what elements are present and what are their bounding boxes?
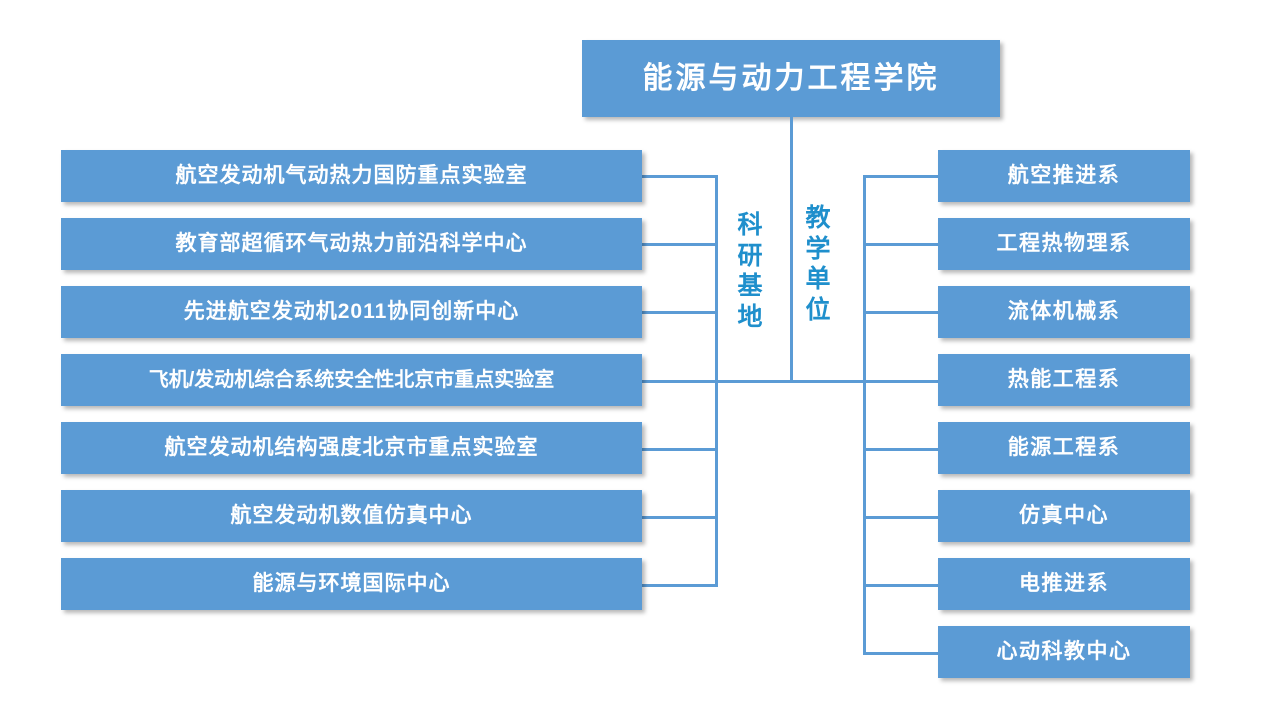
- connector-left-stub-5: [642, 448, 718, 451]
- research-base-node-2-label: 教育部超循环气动热力前沿科学中心: [175, 232, 528, 256]
- research-base-node-7[interactable]: 能源与环境国际中心: [61, 558, 642, 610]
- teaching-unit-node-3-label: 流体机械系: [1007, 300, 1121, 324]
- teaching-unit-node-5[interactable]: 能源工程系: [938, 422, 1190, 474]
- connector-left-stub-6: [642, 516, 718, 519]
- connector-left-stub-4: [642, 380, 718, 383]
- research-base-node-6-label: 航空发动机数值仿真中心: [230, 504, 473, 528]
- branch-label-research-bases-char-4: 地: [737, 302, 763, 331]
- branch-label-research-bases: 科 研 基 地: [735, 210, 765, 332]
- research-base-node-4[interactable]: 飞机/发动机综合系统安全性北京市重点实验室: [61, 354, 642, 406]
- teaching-unit-node-6-label: 仿真中心: [1019, 504, 1109, 528]
- teaching-unit-node-8[interactable]: 心动科教中心: [938, 626, 1190, 678]
- connector-horizontal-bus: [642, 380, 939, 383]
- teaching-unit-node-8-label: 心动科教中心: [996, 640, 1132, 664]
- research-base-node-1-label: 航空发动机气动热力国防重点实验室: [175, 164, 528, 188]
- research-base-node-5[interactable]: 航空发动机结构强度北京市重点实验室: [61, 422, 642, 474]
- teaching-unit-node-3[interactable]: 流体机械系: [938, 286, 1190, 338]
- connector-root-trunk: [790, 117, 793, 382]
- connector-right-spine: [863, 176, 866, 654]
- connector-right-stub-8: [863, 652, 939, 655]
- teaching-unit-node-1-label: 航空推进系: [1007, 164, 1121, 188]
- teaching-unit-node-1[interactable]: 航空推进系: [938, 150, 1190, 202]
- teaching-unit-node-2[interactable]: 工程热物理系: [938, 218, 1190, 270]
- branch-label-research-bases-char-1: 科: [737, 211, 763, 239]
- research-base-node-5-label: 航空发动机结构强度北京市重点实验室: [164, 436, 539, 460]
- branch-label-teaching-units-char-4: 位: [805, 295, 831, 324]
- connector-left-stub-1: [642, 175, 718, 178]
- connector-right-stub-4: [863, 380, 939, 383]
- branch-label-research-bases-char-2: 研: [737, 241, 763, 270]
- research-base-node-3-label: 先进航空发动机2011协同创新中心: [183, 300, 520, 324]
- teaching-unit-node-4[interactable]: 热能工程系: [938, 354, 1190, 406]
- connector-right-stub-7: [863, 584, 939, 587]
- branch-label-teaching-units-char-2: 学: [805, 234, 831, 263]
- root-node-energy-power-engineering-school[interactable]: 能源与动力工程学院: [582, 40, 1000, 117]
- connector-right-stub-5: [863, 448, 939, 451]
- connector-left-stub-2: [642, 243, 718, 246]
- branch-label-research-bases-char-3: 基: [737, 272, 763, 300]
- research-base-node-1[interactable]: 航空发动机气动热力国防重点实验室: [61, 150, 642, 202]
- connector-right-stub-2: [863, 243, 939, 246]
- teaching-unit-node-4-label: 热能工程系: [1007, 368, 1121, 392]
- connector-right-stub-1: [863, 175, 939, 178]
- connector-left-stub-7: [642, 584, 718, 587]
- connector-right-stub-3: [863, 311, 939, 314]
- teaching-unit-node-5-label: 能源工程系: [1007, 436, 1121, 460]
- research-base-node-2[interactable]: 教育部超循环气动热力前沿科学中心: [61, 218, 642, 270]
- teaching-unit-node-7[interactable]: 电推进系: [938, 558, 1190, 610]
- research-base-node-6[interactable]: 航空发动机数值仿真中心: [61, 490, 642, 542]
- branch-label-teaching-units-char-1: 教: [805, 204, 831, 232]
- teaching-unit-node-7-label: 电推进系: [1019, 572, 1109, 596]
- research-base-node-7-label: 能源与环境国际中心: [252, 572, 451, 596]
- research-base-node-4-label: 飞机/发动机综合系统安全性北京市重点实验室: [148, 369, 555, 391]
- root-node-label: 能源与动力工程学院: [642, 62, 940, 95]
- connector-left-stub-3: [642, 311, 718, 314]
- teaching-unit-node-6[interactable]: 仿真中心: [938, 490, 1190, 542]
- branch-label-teaching-units-char-3: 单: [805, 265, 831, 293]
- teaching-unit-node-2-label: 工程热物理系: [996, 232, 1132, 256]
- connector-right-stub-6: [863, 516, 939, 519]
- research-base-node-3[interactable]: 先进航空发动机2011协同创新中心: [61, 286, 642, 338]
- branch-label-teaching-units: 教 学 单 位: [803, 203, 833, 325]
